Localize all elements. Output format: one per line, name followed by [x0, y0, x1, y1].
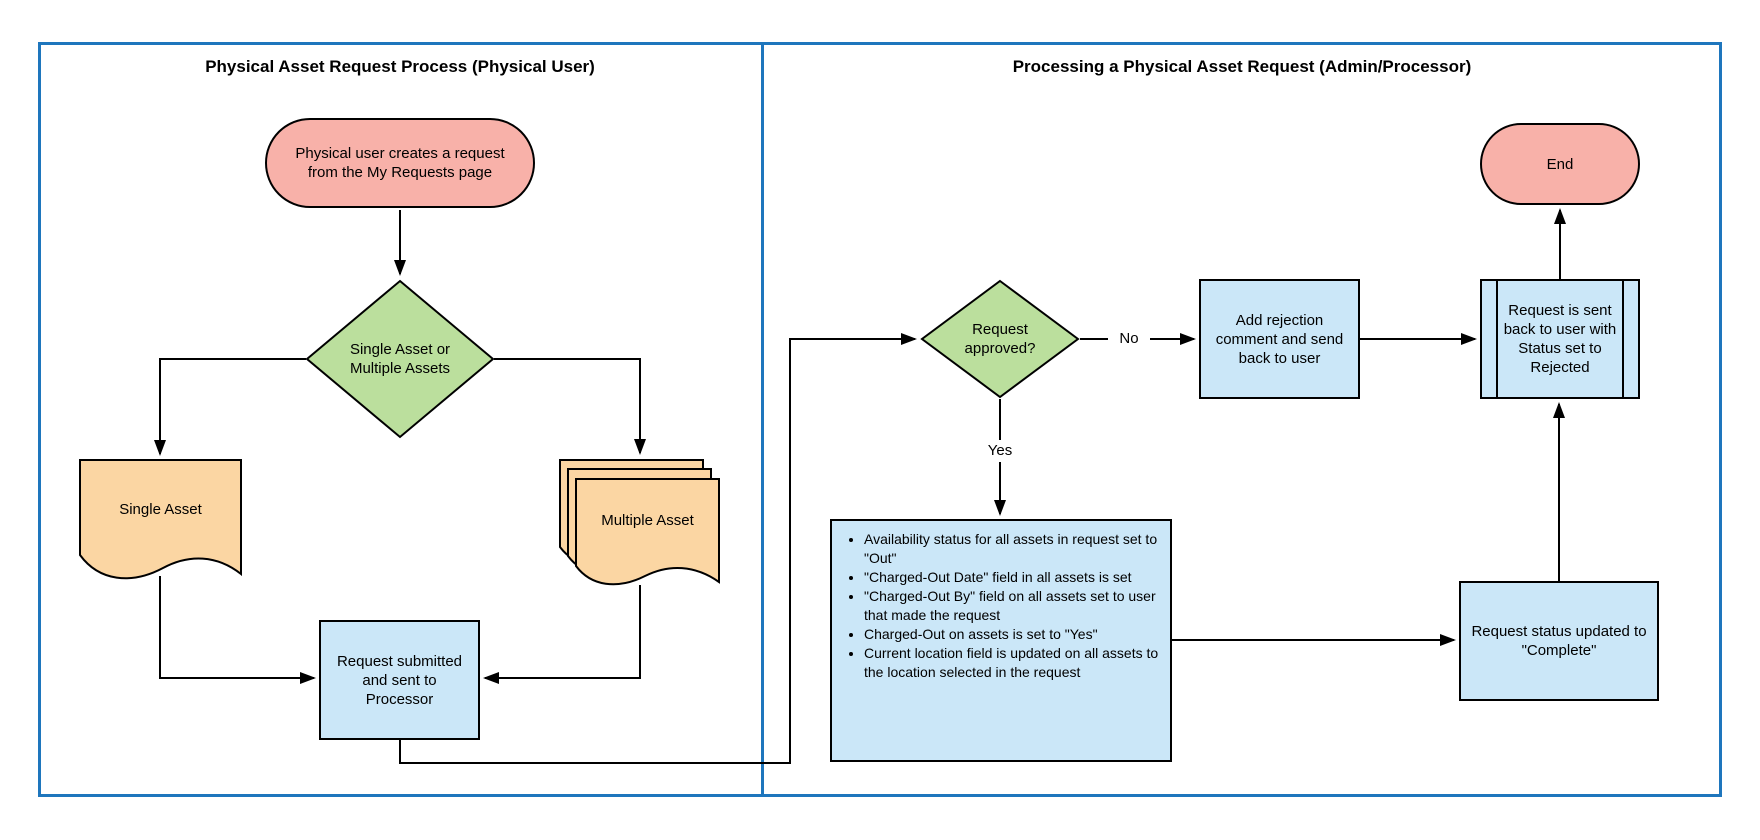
lane-title-physical-user: Physical Asset Request Process (Physical… [205, 57, 595, 76]
asset-decision-label: Single Asset or Multiple Assets [349, 341, 451, 377]
start-label: Physical user creates a request from the… [295, 145, 505, 181]
approved-actions-bullets: Availability status for all assets in re… [836, 530, 1164, 682]
diamond-shape [920, 279, 1080, 399]
end-label: End [1546, 155, 1574, 173]
status-complete-label: Request status updated to "Complete" [1471, 623, 1647, 659]
request-approved-label-box: Request approved? [920, 279, 1080, 399]
edge-decision-to-single-doc [154, 358, 306, 456]
lane-title-admin-processor: Processing a Physical Asset Request (Adm… [1012, 57, 1472, 76]
bullet-item: Charged-Out on assets is set to "Yes" [864, 625, 1164, 644]
add-rejection-label: Add rejection comment and send back to u… [1215, 311, 1344, 367]
single-asset-document: Single Asset [79, 459, 242, 583]
bullet-item: Current location field is updated on all… [864, 644, 1164, 682]
document-shape [79, 459, 242, 580]
asset-decision-diamond: Single Asset or Multiple Assets [305, 279, 495, 439]
bullet-item: Availability status for all assets in re… [864, 530, 1164, 568]
sent-back-rejected-label: Request is sent back to user with Status… [1503, 302, 1617, 376]
edge-label-no: No [1108, 328, 1150, 350]
diamond-shape [305, 279, 495, 439]
edge-submit-to-approval [399, 333, 917, 764]
add-rejection-process: Add rejection comment and send back to u… [1199, 279, 1360, 399]
single-asset-label: Single Asset [119, 500, 202, 518]
predefined-left-bar [1496, 281, 1498, 397]
edge-single-doc-to-submit [159, 576, 316, 684]
bullet-item: "Charged-Out By" field on all assets set… [864, 587, 1164, 625]
request-approved-diamond: Request approved? [920, 279, 1080, 399]
asset-decision-label-box: Single Asset or Multiple Assets [305, 279, 495, 439]
bullet-item: "Charged-Out Date" field in all assets i… [864, 568, 1164, 587]
predefined-right-bar [1622, 281, 1624, 397]
edge-multiple-doc-to-submit [483, 585, 641, 684]
document-stack-shape [559, 459, 720, 586]
edge-decision-to-multiple-doc [494, 358, 646, 455]
request-submitted-process: Request submitted and sent to Processor [319, 620, 480, 740]
end-terminator: End [1480, 123, 1640, 205]
multiple-asset-label: Multiple Asset [601, 512, 694, 529]
sent-back-rejected-predefined: Request is sent back to user with Status… [1480, 279, 1640, 399]
request-approved-label: Request approved? [964, 321, 1036, 357]
request-submitted-label: Request submitted and sent to Processor [336, 652, 463, 708]
swimlane-divider [761, 42, 764, 797]
edge-label-yes: Yes [978, 440, 1022, 462]
approved-actions-list: Availability status for all assets in re… [830, 519, 1172, 762]
multiple-asset-document-stack: Multiple Asset [559, 459, 722, 605]
start-terminator: Physical user creates a request from the… [265, 118, 535, 208]
status-complete-process: Request status updated to "Complete" [1459, 581, 1659, 701]
